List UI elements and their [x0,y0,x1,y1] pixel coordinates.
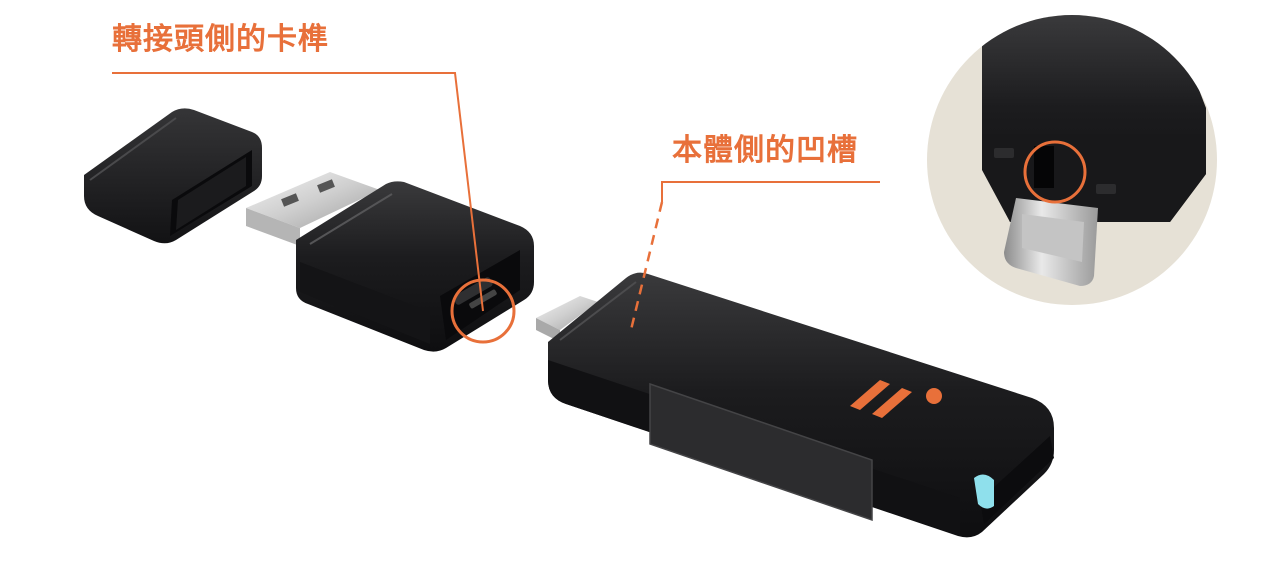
usb-a-adapter [246,172,534,352]
adapter-latch-label: 轉接頭側的卡榫 [112,22,329,57]
led-indicator [974,474,994,509]
inset-closeup [927,15,1217,305]
usb-cap [84,108,262,244]
two-bars-and-dot-logo [850,380,942,418]
callout-adapter-latch [112,72,516,344]
callout-body-groove [628,140,1087,335]
body-groove-label: 本體側的凹槽 [672,133,858,168]
usb-c-device-body [536,272,1054,538]
